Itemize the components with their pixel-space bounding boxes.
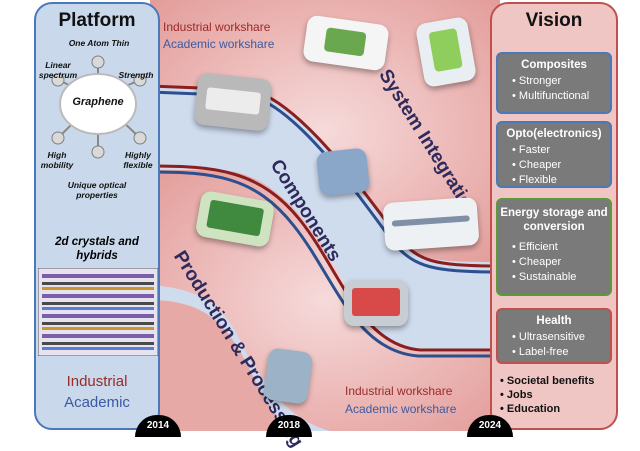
- prop-linear-spectrum: Linear spectrum: [38, 60, 78, 80]
- vision-box-optoelectronics: Opto(electronics) FasterCheaperFlexible: [496, 121, 612, 188]
- vision-item: Cheaper: [512, 255, 610, 270]
- band-system-integration: [150, 0, 500, 262]
- crystal-stack-image: [38, 268, 158, 356]
- vision-item: Sustainable: [512, 270, 610, 285]
- vision-item: Multifunctional: [512, 89, 610, 104]
- vision-box-heading: Composites: [521, 59, 587, 71]
- graphene-diagram: [51, 55, 147, 159]
- prop-one-atom-thin: One Atom Thin: [68, 38, 130, 48]
- workshare-top-industrial: Industrial workshare: [163, 20, 271, 34]
- graphene-label: Graphene: [72, 96, 124, 108]
- line-academic-mid: [149, 170, 500, 358]
- platform-title: Platform: [58, 10, 136, 31]
- vision-item: Cheaper: [512, 158, 610, 173]
- platform-subtitle: 2d crystals and hybrids: [55, 236, 139, 262]
- thumbnail-processing-sample: [262, 347, 314, 405]
- vision-item: Faster: [512, 143, 610, 158]
- thumbnail-airplane-car: [382, 196, 480, 252]
- thumbnail-roll-to-roll: [193, 72, 273, 132]
- prop-strength: Strength: [118, 70, 154, 80]
- vision-box-heading: Energy storage and conversion: [500, 207, 608, 233]
- thumbnail-flexible-phone: [414, 15, 478, 89]
- vision-box-heading: Opto(electronics): [506, 128, 602, 140]
- thumbnail-component-chip: [315, 147, 371, 197]
- prop-highly-flexible: Highly flexible: [123, 150, 153, 170]
- benefit-item: • Societal benefits: [500, 375, 595, 387]
- platform-academic-label: Academic: [64, 394, 130, 411]
- prop-high-mobility: High mobility: [40, 150, 74, 170]
- roadmap-diagram: Platform Graphene One Atom Thin Linear s…: [0, 0, 640, 431]
- vision-box-energy: Energy storage and conversion EfficientC…: [496, 198, 612, 296]
- graphene-blob: [59, 73, 137, 135]
- workshare-bottom-industrial: Industrial workshare: [345, 384, 453, 398]
- vision-benefits: • Societal benefits • Jobs • Education: [500, 374, 616, 416]
- benefit-item: • Education: [500, 403, 561, 415]
- vision-box-heading: Health: [536, 315, 572, 327]
- thumbnail-coated-panel: [344, 280, 408, 326]
- line-industrial-mid: [149, 164, 500, 352]
- prop-unique-optical: Unique optical properties: [67, 180, 127, 200]
- workshare-bottom-academic: Academic workshare: [345, 402, 457, 416]
- vision-box-health: Health UltrasensitiveLabel-free: [496, 308, 612, 364]
- platform-industrial-label: Industrial: [66, 373, 128, 390]
- vision-item: Efficient: [512, 240, 610, 255]
- vision-item: Flexible: [512, 173, 610, 188]
- vision-item: Stronger: [512, 74, 610, 89]
- workshare-top-academic: Academic workshare: [163, 37, 275, 51]
- vision-item: Label-free: [512, 345, 610, 360]
- vision-title: Vision: [525, 10, 583, 31]
- band-production: [150, 300, 300, 431]
- benefit-item: • Jobs: [500, 389, 533, 401]
- vision-item: Ultrasensitive: [512, 330, 610, 345]
- vision-box-composites: Composites StrongerMultifunctional: [496, 52, 612, 114]
